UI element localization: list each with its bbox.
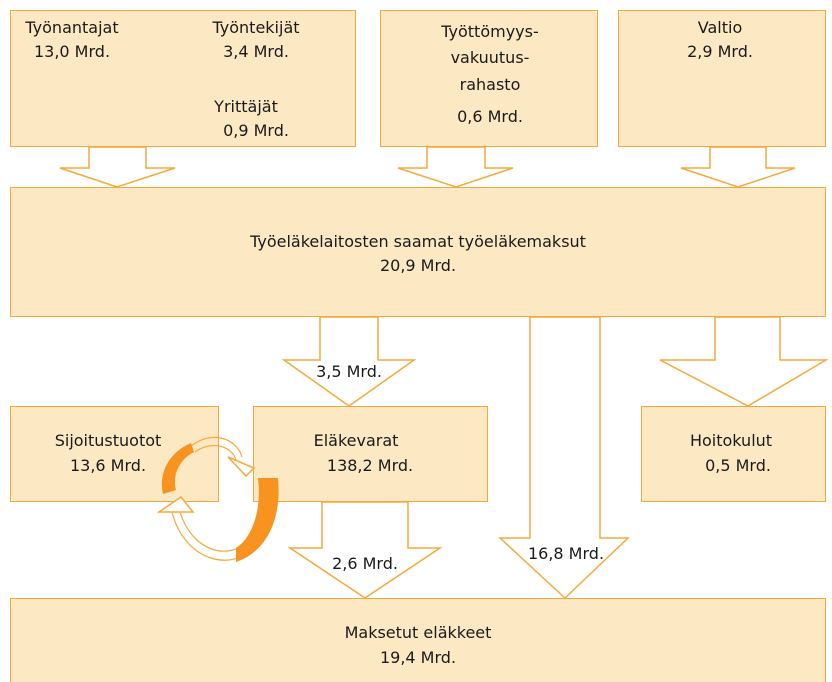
total-contributions-amount: 20,9 Mrd. bbox=[379, 256, 457, 275]
state-name: Valtio bbox=[697, 18, 743, 37]
employees-name: Työntekijät bbox=[212, 18, 300, 37]
cycle-upper-arc bbox=[189, 436, 243, 458]
arrow-direct-to-pensions bbox=[498, 316, 630, 600]
total-contributions-box bbox=[10, 187, 826, 317]
entrepreneurs-amount: 0,9 Mrd. bbox=[223, 121, 289, 140]
unemployment-fund-name-line3: rahasto bbox=[459, 75, 521, 94]
unemployment-fund-amount: 0,6 Mrd. bbox=[457, 107, 523, 126]
pensions-paid-box bbox=[10, 598, 826, 682]
pension-assets-box bbox=[253, 406, 488, 502]
arrow-to-assets bbox=[281, 316, 417, 407]
employers-amount: 13,0 Mrd. bbox=[33, 42, 111, 61]
flow-assets-to-pensions-label: 2,6 Mrd. bbox=[332, 554, 398, 573]
pension-assets-name: Eläkevarat bbox=[313, 431, 399, 450]
unemployment-fund-name-line2: vakuutus- bbox=[450, 48, 530, 67]
contributors-box bbox=[10, 10, 356, 147]
flow-to-assets-label: 3,5 Mrd. bbox=[316, 362, 382, 381]
cycle-upper-arc-inner bbox=[194, 444, 237, 461]
investment-income-amount: 13,6 Mrd. bbox=[69, 456, 147, 475]
employees-amount: 3,4 Mrd. bbox=[223, 42, 289, 61]
investment-income-name: Sijoitustuotot bbox=[54, 431, 162, 450]
total-contributions-name: Työeläkelaitosten saamat työeläkemaksut bbox=[250, 232, 586, 251]
arrow-unemployment-fund-down bbox=[397, 146, 514, 188]
operating-costs-box bbox=[641, 406, 826, 502]
state-amount: 2,9 Mrd. bbox=[687, 42, 753, 61]
arrow-state-down bbox=[680, 146, 796, 188]
entrepreneurs-name: Yrittäjät bbox=[214, 97, 278, 116]
arrow-contributors-down bbox=[59, 146, 176, 188]
operating-costs-amount: 0,5 Mrd. bbox=[705, 456, 771, 475]
cycle-orange-left-segment bbox=[161, 443, 194, 494]
flow-direct-to-pensions-label: 16,8 Mrd. bbox=[527, 544, 605, 563]
cycle-upper-arrowhead bbox=[227, 456, 256, 478]
arrow-to-operating-costs bbox=[659, 316, 829, 407]
pensions-paid-amount: 19,4 Mrd. bbox=[379, 648, 457, 667]
pensions-paid-name: Maksetut eläkkeet bbox=[344, 623, 492, 642]
cycle-lower-arrowhead bbox=[156, 495, 195, 513]
unemployment-fund-box bbox=[380, 10, 598, 147]
pension-assets-amount: 138,2 Mrd. bbox=[326, 456, 414, 475]
cycle-arrows bbox=[156, 436, 279, 562]
cycle-orange-right-segment bbox=[236, 478, 279, 562]
operating-costs-name: Hoitokulut bbox=[689, 431, 773, 450]
employers-name: Työnantajat bbox=[25, 18, 119, 37]
arrow-assets-to-pensions bbox=[287, 501, 443, 599]
unemployment-fund-name-line1: Työttömyys- bbox=[441, 22, 539, 41]
